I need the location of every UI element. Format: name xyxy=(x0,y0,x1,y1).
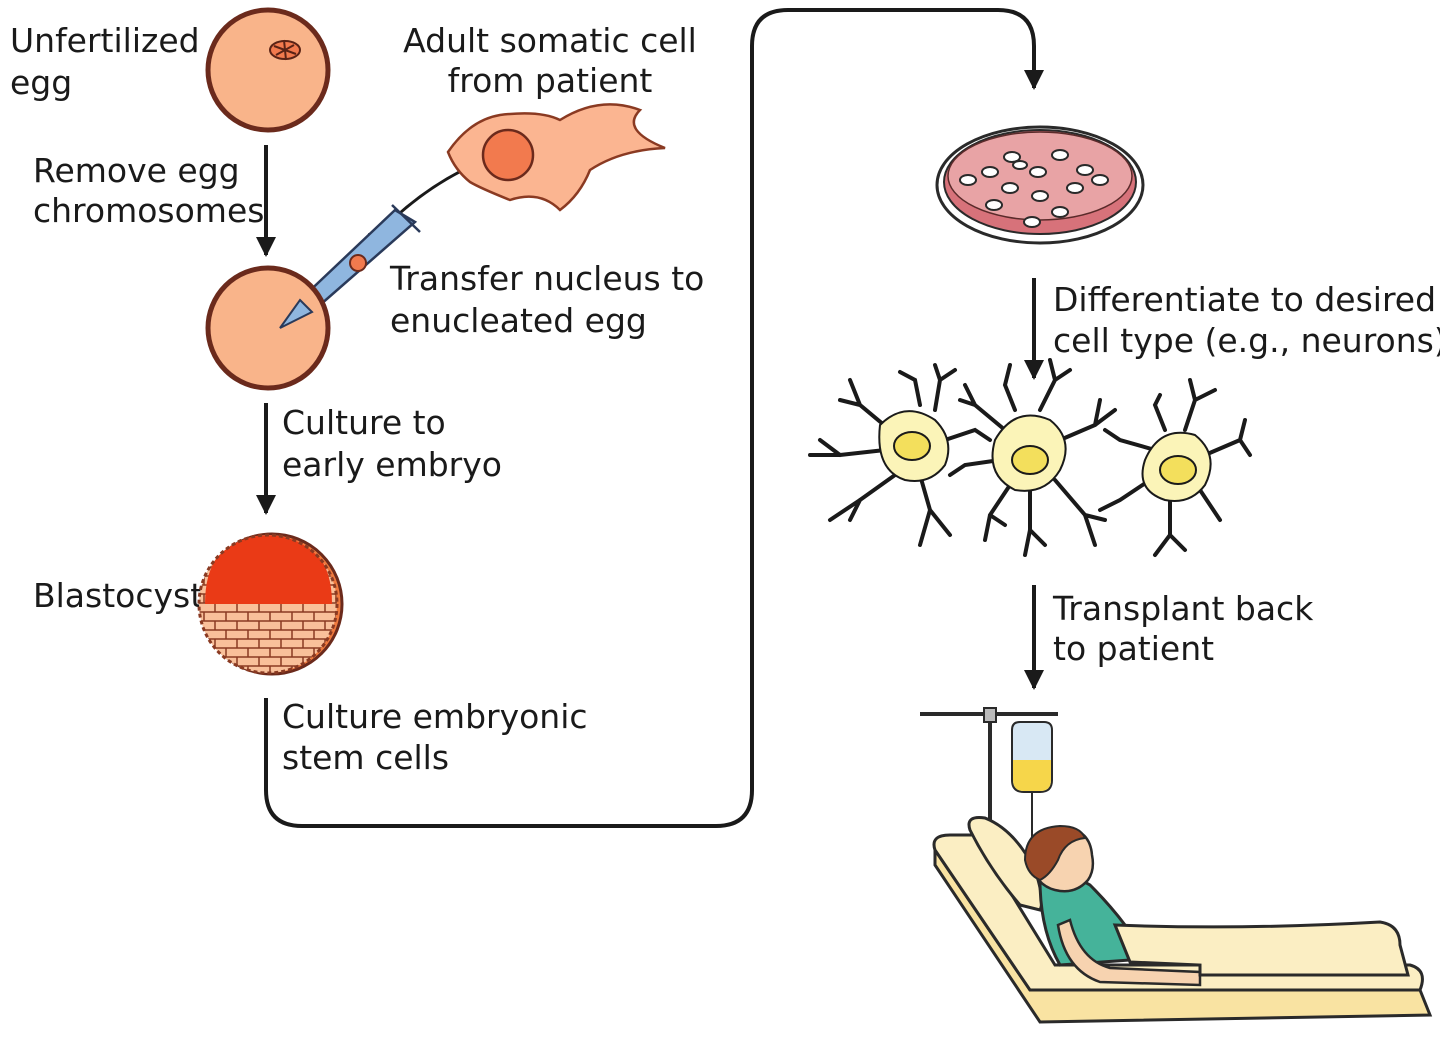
blanket xyxy=(1112,920,1410,977)
adult-somatic-cell xyxy=(446,103,666,212)
svg-text:Transplant back: Transplant back xyxy=(1052,589,1314,628)
label-blastocyst: Blastocyst xyxy=(33,576,203,615)
label-transplant: Transplant back to patient xyxy=(1052,589,1314,668)
petri-dish-stem-cells xyxy=(935,125,1145,245)
svg-text:Differentiate to desired: Differentiate to desired xyxy=(1053,280,1436,319)
svg-text:to patient: to patient xyxy=(1053,629,1214,668)
patient-head xyxy=(1023,824,1095,893)
svg-text:Culture to: Culture to xyxy=(282,403,446,442)
blastocyst xyxy=(197,532,344,676)
iv-bag xyxy=(1011,721,1053,840)
label-remove-egg-chromosomes: Remove egg chromosomes xyxy=(33,151,264,230)
blastocoel xyxy=(205,535,332,604)
differentiated-neurons xyxy=(808,358,1252,557)
svg-text:chromosomes: chromosomes xyxy=(33,191,264,230)
patient-arm xyxy=(1056,918,1202,987)
svg-text:Culture embryonic: Culture embryonic xyxy=(282,697,588,736)
svg-text:Remove egg: Remove egg xyxy=(33,151,240,190)
neuron-2 xyxy=(948,358,1117,557)
neuron-1 xyxy=(808,363,992,547)
neuron-3 xyxy=(1098,378,1252,557)
svg-text:Transfer nucleus to: Transfer nucleus to xyxy=(389,259,704,298)
svg-text:Adult somatic cell: Adult somatic cell xyxy=(403,21,697,60)
svg-text:cell type (e.g., neurons): cell type (e.g., neurons) xyxy=(1053,321,1440,360)
egg-chromosomes xyxy=(269,39,301,61)
stem-cell-colonies xyxy=(959,149,1109,228)
svg-text:egg: egg xyxy=(10,63,72,102)
unfertilized-egg xyxy=(205,7,331,133)
label-culture-stem-cells: Culture embryonic stem cells xyxy=(282,697,588,777)
label-adult-somatic-cell: Adult somatic cell from patient xyxy=(403,21,697,100)
svg-text:early embryo: early embryo xyxy=(282,445,502,484)
transferred-nucleus xyxy=(349,254,367,272)
svg-text:Unfertilized: Unfertilized xyxy=(10,21,200,60)
svg-text:from patient: from patient xyxy=(448,61,653,100)
label-transfer-nucleus: Transfer nucleus to enucleated egg xyxy=(389,259,704,340)
label-differentiate: Differentiate to desired cell type (e.g.… xyxy=(1053,280,1440,360)
svg-text:stem cells: stem cells xyxy=(282,738,449,777)
somatic-nucleus xyxy=(481,128,535,182)
svg-text:enucleated egg: enucleated egg xyxy=(390,301,647,340)
label-unfertilized-egg: Unfertilized egg xyxy=(10,21,200,102)
label-culture-early-embryo: Culture to early embryo xyxy=(282,403,502,484)
patient-in-bed xyxy=(920,707,1433,1024)
enucleated-egg xyxy=(205,265,331,391)
connector-culture-stem-cells xyxy=(264,8,1044,828)
micropipette xyxy=(298,204,421,314)
